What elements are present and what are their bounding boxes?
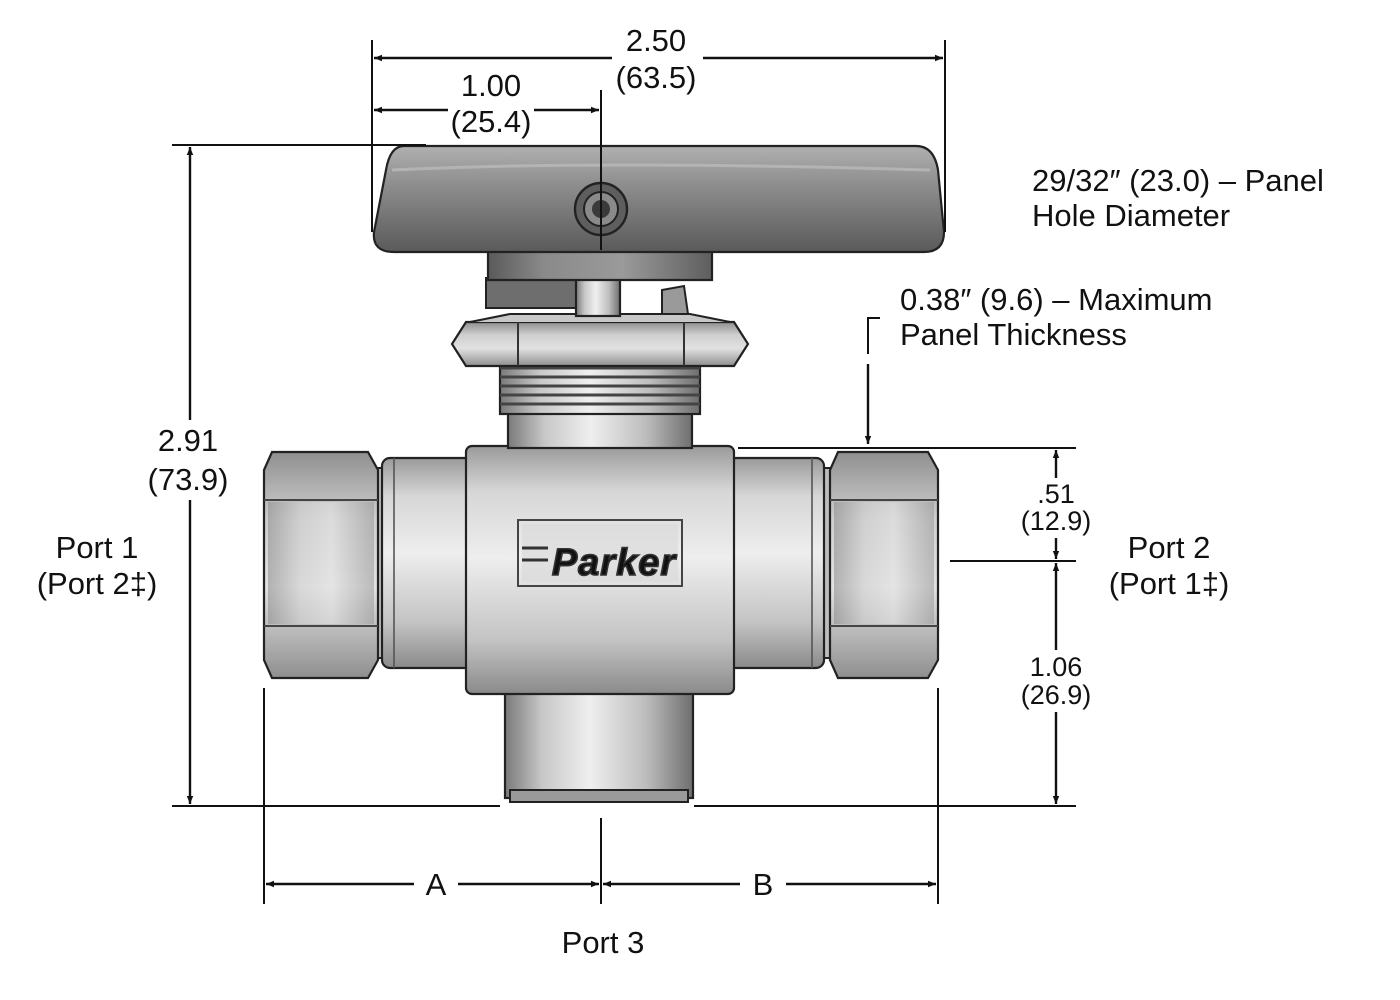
parker-logo: Parker bbox=[517, 519, 683, 587]
stem bbox=[485, 274, 690, 318]
panel-hole-note-line1: 29/32″ (23.0) – Panel bbox=[1032, 163, 1324, 198]
brand-label: Parker bbox=[552, 542, 678, 584]
handle bbox=[372, 144, 946, 254]
dimension-b-label: B bbox=[753, 867, 774, 902]
port1-label: Port 1 bbox=[56, 530, 139, 565]
notes: 29/32″ (23.0) – Panel Hole Diameter 0.38… bbox=[900, 163, 1324, 352]
panel-thickness-note-line1: 0.38″ (9.6) – Maximum bbox=[900, 282, 1212, 317]
overall-width-inch: 2.50 bbox=[626, 23, 686, 58]
panel-nut bbox=[450, 313, 750, 368]
bonnet-thread bbox=[498, 358, 702, 450]
handle-offset-mm: (25.4) bbox=[451, 104, 532, 139]
port-labels: Port 1 (Port 2‡) Port 2 (Port 1‡) Port 3 bbox=[37, 530, 1230, 960]
handle-offset-inch: 1.00 bbox=[461, 68, 521, 103]
port2-label: Port 2 bbox=[1128, 530, 1211, 565]
overall-width-mm: (63.5) bbox=[616, 60, 697, 95]
overall-height-inch: 2.91 bbox=[158, 423, 218, 458]
dimension-lines bbox=[172, 40, 1076, 904]
left-hex-nut bbox=[262, 450, 389, 680]
panel-hole-note-line2: Hole Diameter bbox=[1032, 198, 1230, 233]
centerline-top-inch: .51 bbox=[1037, 479, 1075, 509]
right-hex-nut bbox=[819, 450, 940, 680]
centerline-top-mm: (12.9) bbox=[1021, 506, 1092, 536]
right-collar bbox=[726, 456, 826, 670]
port2-alt-label: (Port 1‡) bbox=[1109, 566, 1230, 601]
dimension-a-label: A bbox=[426, 867, 447, 902]
centerline-bottom-inch: 1.06 bbox=[1030, 652, 1083, 682]
dimension-labels: 2.50 (63.5) 1.00 (25.4) 2.91 (73.9) .51 … bbox=[148, 23, 1092, 902]
overall-height-mm: (73.9) bbox=[148, 462, 229, 497]
panel-thickness-note-line2: Panel Thickness bbox=[900, 317, 1127, 352]
left-collar bbox=[380, 456, 476, 670]
valve-illustration: Parker bbox=[262, 144, 946, 803]
port3-tube bbox=[503, 688, 695, 803]
handle-skirt bbox=[486, 248, 714, 282]
centerline-bottom-mm: (26.9) bbox=[1021, 680, 1092, 710]
port1-alt-label: (Port 2‡) bbox=[37, 566, 158, 601]
port3-label: Port 3 bbox=[562, 925, 645, 960]
